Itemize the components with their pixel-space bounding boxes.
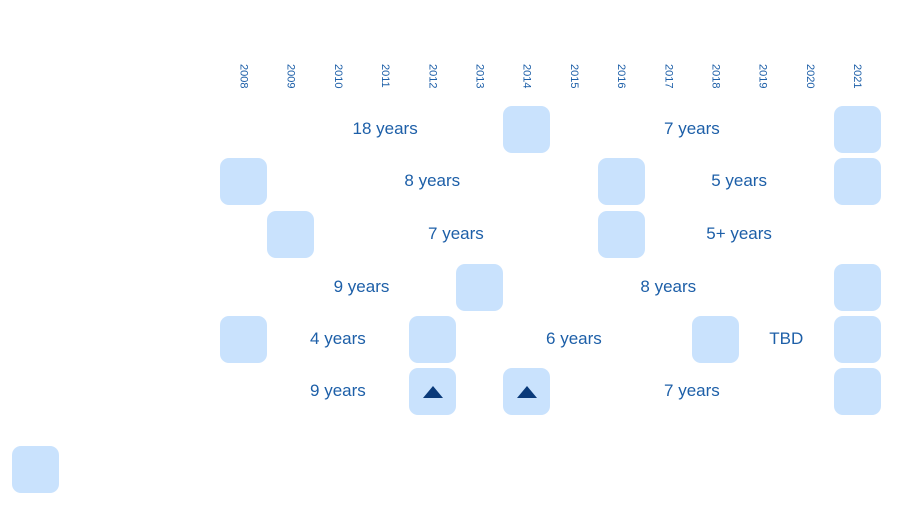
gap-label-row6-2: 7 years [664, 381, 720, 400]
gap-label-row3-2: 5+ years [706, 224, 772, 243]
gap-label-row1-1: 18 years [352, 119, 418, 138]
year-label-2010: 2010 [331, 63, 344, 89]
gap-label-row4-1: 9 years [333, 277, 390, 296]
timeline-marker-row6-2012 [408, 367, 456, 415]
timeline-marker-row2-2008 [220, 157, 267, 205]
year-label-2019: 2019 [756, 63, 769, 89]
triangle-up-icon [517, 385, 538, 398]
year-label-2008: 2008 [237, 63, 250, 89]
year-label-2009: 2009 [284, 63, 297, 89]
year-label-2021: 2021 [851, 63, 864, 89]
timeline-marker-row2-2021 [833, 157, 881, 205]
gap-label-row5-3: TBD [769, 329, 804, 348]
gap-label-row4-2: 8 years [640, 277, 697, 296]
gap-label-row5-1: 4 years [310, 329, 366, 348]
year-label-2011: 2011 [379, 64, 392, 88]
timeline-marker-row5-2021 [833, 315, 881, 363]
timeline-marker-row4-2013 [456, 263, 503, 311]
year-label-2018: 2018 [709, 63, 722, 89]
year-label-2013: 2013 [473, 63, 486, 89]
legend-marker [12, 446, 59, 493]
timeline-marker-row3-2009 [267, 210, 315, 258]
year-label-2014: 2014 [520, 63, 533, 89]
year-label-2015: 2015 [567, 63, 580, 89]
timeline-marker-row1-2014 [503, 105, 551, 153]
timeline-marker-row5-2018 [692, 315, 739, 363]
timeline-marker-row6-2021 [833, 367, 881, 415]
year-label-2020: 2020 [803, 63, 816, 89]
gap-label-row2-1: 8 years [404, 171, 461, 190]
triangle-up-icon [422, 385, 443, 398]
timeline-marker-row1-2021 [833, 105, 881, 153]
gap-label-row2-2: 5 years [711, 171, 767, 190]
timeline-marker-row5-2012 [408, 315, 456, 363]
year-label-2012: 2012 [426, 63, 439, 89]
timeline-marker-row3-2016 [597, 210, 645, 258]
timeline-marker-row6-2014 [503, 367, 551, 415]
year-label-2016: 2016 [615, 63, 628, 89]
gap-label-row5-2: 6 years [546, 329, 602, 348]
year-label-2017: 2017 [662, 63, 675, 89]
gap-label-row3-1: 7 years [428, 224, 484, 243]
gap-label-row1-2: 7 years [664, 119, 720, 138]
gap-label-row6-1: 9 years [310, 381, 366, 400]
timeline-marker-row2-2016 [597, 157, 645, 205]
timeline-marker-row5-2008 [220, 315, 267, 363]
timeline-marker-row4-2021 [833, 263, 881, 311]
